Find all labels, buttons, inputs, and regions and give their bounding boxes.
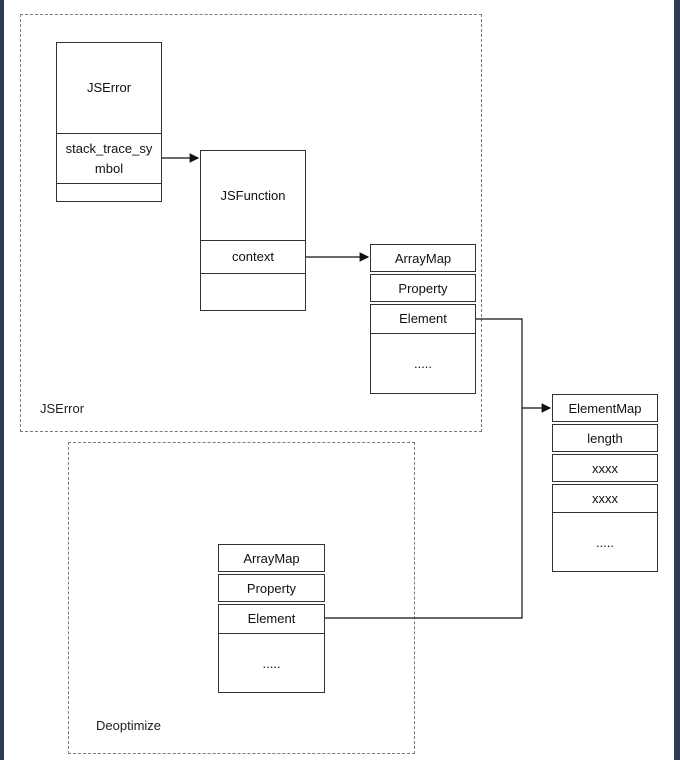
jsfunction-context-field: context — [201, 241, 305, 274]
bottom-element-to-elementmap-connector — [325, 408, 523, 619]
bottom-arraymap-text: ArrayMap — [243, 550, 300, 566]
stack-trace-field-line2: mbol — [94, 160, 124, 176]
stack-trace-field-line1: stack_trace_sy — [65, 140, 153, 156]
bottom-property-text: Property — [246, 580, 297, 596]
deoptimize-frame — [68, 442, 415, 754]
top-element-group: Element ..... — [370, 304, 476, 394]
connector-layer — [162, 153, 552, 619]
elementmap-xxxx-item-2: xxxx — [553, 485, 657, 513]
top-property-item: Property — [370, 274, 476, 302]
jserror-object-title: JSError — [57, 43, 161, 134]
right-edge-strip — [674, 0, 680, 760]
elementmap-tail-group: xxxx ..... — [552, 484, 658, 572]
bottom-element-text: Element — [247, 611, 296, 626]
bottom-arraymap-item: ArrayMap — [218, 544, 325, 572]
elementmap-xxxx-text-2: xxxx — [592, 490, 618, 506]
top-property-text: Property — [398, 280, 448, 296]
jserror-object-box: JSError stack_trace_sy mbol — [56, 42, 162, 202]
jsfunction-context-text: context — [232, 249, 274, 264]
top-element-text: Element — [399, 311, 447, 326]
jserror-object-title-text: JSError — [86, 80, 132, 95]
elementmap-ellipsis-item: ..... — [553, 513, 657, 572]
elementmap-xxxx-text-1: xxxx — [592, 460, 618, 476]
jserror-frame-label: JSError — [40, 401, 85, 416]
top-arraymap-text: ArrayMap — [394, 250, 452, 266]
top-ellipsis-text: ..... — [413, 356, 433, 371]
left-edge-strip — [0, 0, 4, 760]
jserror-frame — [20, 14, 482, 432]
diagram-page: JSError Deoptimize JSError stack_trace_s… — [4, 0, 674, 760]
top-arraymap-item: ArrayMap — [370, 244, 476, 272]
elementmap-ellipsis-text: ..... — [595, 534, 615, 550]
jsfunction-object-title-text: JSFunction — [220, 187, 286, 203]
bottom-property-item: Property — [218, 574, 325, 602]
bottom-ellipsis-item: ..... — [219, 634, 324, 693]
top-element-to-elementmap-connector — [476, 318, 523, 408]
bottom-element-item: Element — [219, 605, 324, 634]
elementmap-text: ElementMap — [568, 400, 642, 416]
deoptimize-frame-label: Deoptimize — [96, 718, 162, 733]
elementmap-item: ElementMap — [552, 394, 658, 422]
top-element-item: Element — [371, 305, 475, 334]
bottom-element-group: Element ..... — [218, 604, 325, 693]
elementmap-length-item: length — [552, 424, 658, 452]
jsfunction-object-box: JSFunction context — [200, 150, 306, 311]
bottom-ellipsis-text: ..... — [262, 655, 281, 671]
elementmap-xxxx-item-1: xxxx — [552, 454, 658, 482]
top-ellipsis-item: ..... — [371, 334, 475, 394]
jserror-stack-trace-field: stack_trace_sy mbol — [57, 134, 161, 184]
elementmap-length-text: length — [587, 430, 623, 446]
jsfunction-object-title: JSFunction — [201, 151, 305, 241]
